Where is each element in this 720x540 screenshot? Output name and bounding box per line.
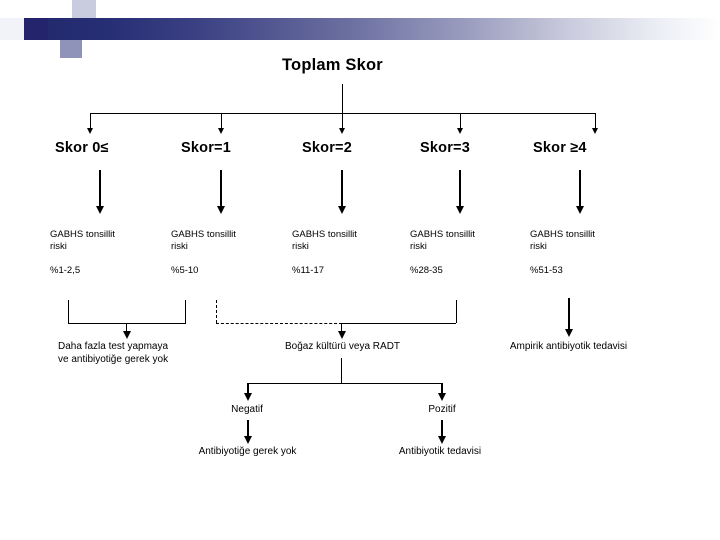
risk-percent-1: %5-10	[171, 265, 199, 276]
distributor-bar	[90, 113, 596, 114]
action-no-antibiotic: Antibiyotiğe gerek yok	[198, 446, 297, 457]
empiric-arrow	[565, 329, 573, 337]
distributor-arrow	[87, 128, 93, 134]
pozitif-action-stem	[441, 420, 443, 438]
risk-text-3: GABHS tonsillit riski	[410, 229, 475, 252]
merge1-left-leg	[68, 300, 69, 323]
merge2-left-leg-dashed	[216, 300, 217, 323]
action-antibiotic: Antibiyotik tedavisi	[398, 446, 482, 457]
pozitif-leg	[441, 383, 443, 395]
deco-square	[72, 0, 96, 18]
culture-split-bar	[248, 383, 442, 384]
outcome-no-test: Daha fazla test yapmaya ve antibiyotiğe …	[58, 341, 169, 365]
risk-text-1: GABHS tonsillit riski	[171, 229, 236, 252]
culture-stem	[341, 358, 342, 383]
deco-square	[48, 0, 72, 18]
score-label-4: Skor ≥4	[533, 140, 587, 156]
empiric-stem	[568, 298, 570, 331]
merge1-stem	[126, 323, 127, 333]
risk-text-4: GABHS tonsillit riski	[530, 229, 595, 252]
negatif-leg	[247, 383, 249, 395]
score-stem	[579, 170, 581, 208]
distributor-drop	[342, 113, 343, 130]
deco-square	[0, 18, 24, 40]
risk-percent-3: %28-35	[410, 265, 443, 276]
pozitif-arrow	[438, 393, 446, 401]
score-arrow	[456, 206, 464, 214]
distributor-drop	[595, 113, 596, 130]
score-arrow	[338, 206, 346, 214]
merge1-bar	[68, 323, 186, 324]
decorative-header	[0, 0, 720, 60]
score-arrow	[96, 206, 104, 214]
score-stem	[341, 170, 343, 208]
risk-text-2: GABHS tonsillit riski	[292, 229, 357, 252]
score-label-1: Skor=1	[181, 140, 231, 156]
score-arrow	[217, 206, 225, 214]
distributor-arrow	[457, 128, 463, 134]
score-label-2: Skor=2	[302, 140, 352, 156]
distributor-drop	[90, 113, 91, 130]
deco-square	[24, 40, 48, 60]
score-arrow	[576, 206, 584, 214]
score-label-0: Skor 0≤	[55, 140, 109, 156]
merge1-right-leg	[185, 300, 186, 323]
merge2-bar-solid	[342, 323, 456, 324]
distributor-arrow	[339, 128, 345, 134]
risk-percent-4: %51-53	[530, 265, 563, 276]
risk-text-0: GABHS tonsillit riski	[50, 229, 115, 252]
culture-result-positive: Pozitif	[428, 404, 456, 415]
distributor-drop	[221, 113, 222, 130]
header-gradient-bar	[48, 18, 720, 40]
title-stem	[342, 84, 343, 113]
outcome-culture: Boğaz kültürü veya RADT	[284, 341, 401, 352]
deco-square	[24, 18, 48, 40]
score-stem	[220, 170, 222, 208]
negatif-arrow	[244, 393, 252, 401]
distributor-arrow	[218, 128, 224, 134]
score-stem	[99, 170, 101, 208]
distributor-drop	[460, 113, 461, 130]
merge1-arrow	[123, 331, 131, 339]
deco-square	[60, 40, 82, 58]
merge2-stem	[341, 323, 342, 333]
score-stem	[459, 170, 461, 208]
culture-result-negative: Negatif	[231, 404, 263, 415]
merge2-bar-dashed	[216, 323, 342, 324]
risk-percent-0: %1-2,5	[50, 265, 81, 276]
risk-percent-2: %11-17	[292, 265, 325, 276]
negatif-action-stem	[247, 420, 249, 438]
page-title: Toplam Skor	[282, 56, 383, 74]
pozitif-action-arrow	[438, 436, 446, 444]
merge2-arrow	[338, 331, 346, 339]
score-label-3: Skor=3	[420, 140, 470, 156]
merge2-right-leg	[456, 300, 457, 323]
outcome-empiric: Ampirik antibiyotik tedavisi	[509, 341, 628, 352]
distributor-arrow	[592, 128, 598, 134]
negatif-action-arrow	[244, 436, 252, 444]
